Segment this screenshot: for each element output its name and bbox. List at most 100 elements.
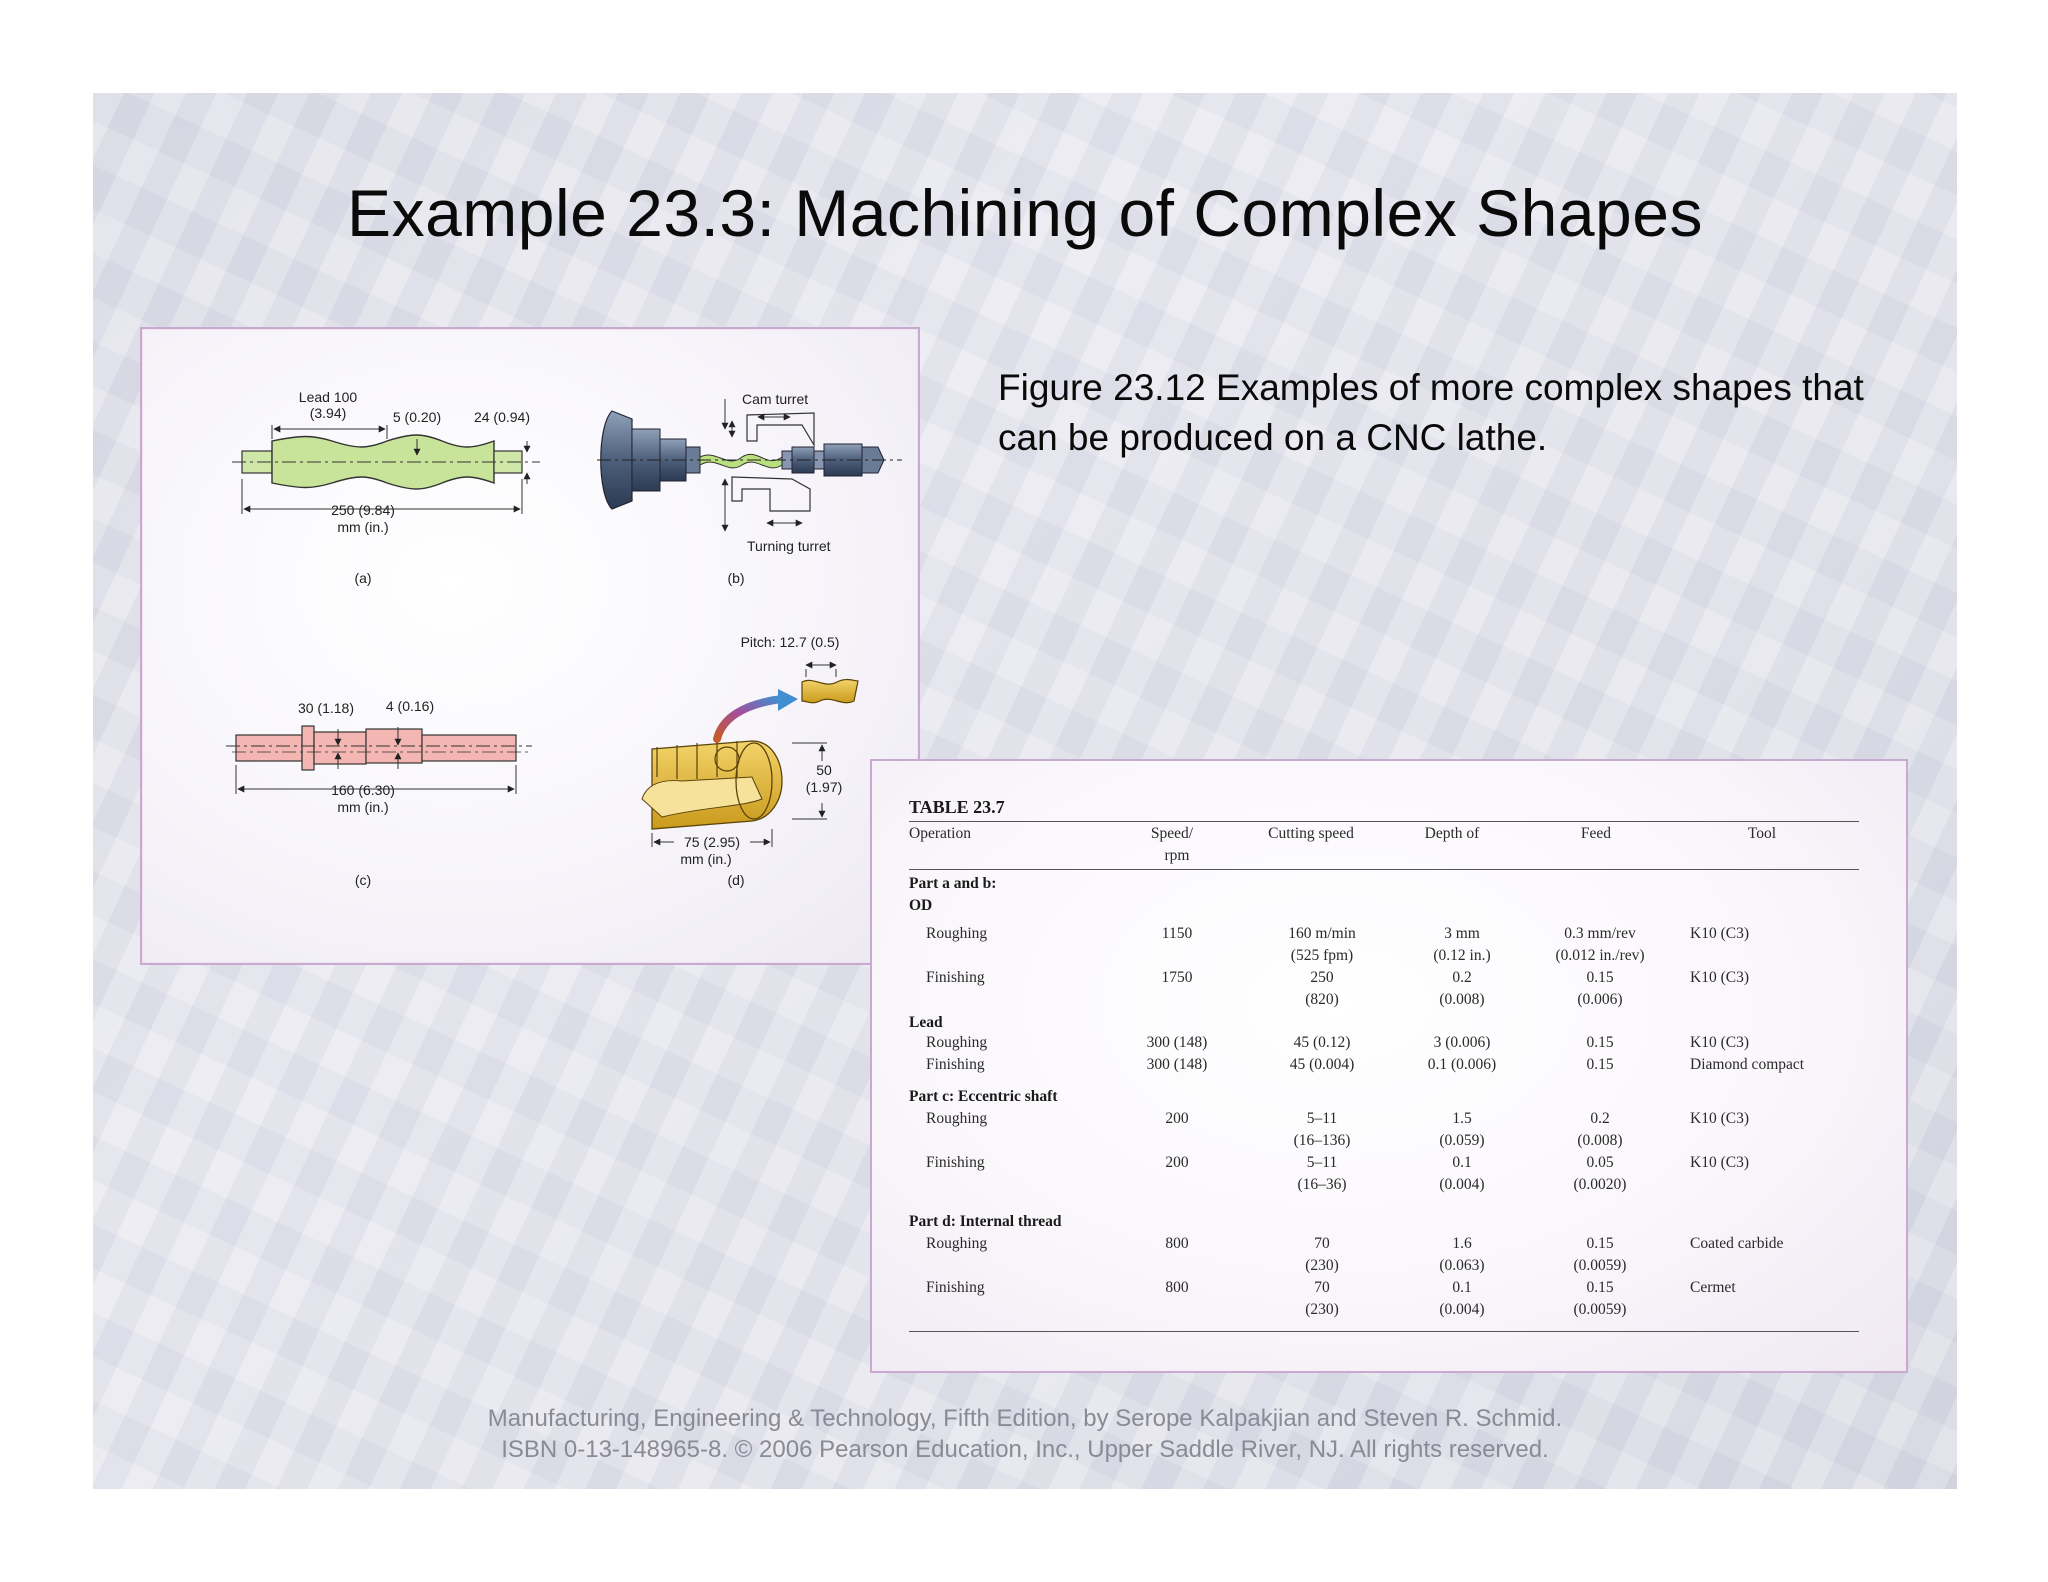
row-2-op: Roughing: [926, 1034, 988, 1051]
row-7-feed1: 0.15: [1586, 1279, 1614, 1296]
row-2-cut1: 45 (0.12): [1293, 1034, 1351, 1051]
section-part-c: Part c: Eccentric shaft: [909, 1088, 1058, 1105]
row-1-cut1: 250: [1310, 969, 1334, 986]
row-7-feed2: (0.0059): [1573, 1301, 1627, 1318]
row-1-feed1: 0.15: [1586, 969, 1614, 986]
row-1-tool: K10 (C3): [1690, 969, 1749, 986]
footer-line-2: ISBN 0-13-148965-8. © 2006 Pearson Educa…: [501, 1436, 1549, 1463]
table-title: TABLE 23.7: [909, 797, 1005, 817]
row-1-cut2: (820): [1305, 991, 1339, 1008]
header-feed: Feed: [1580, 825, 1612, 842]
row-6-depth2: (0.063): [1439, 1257, 1485, 1274]
part-d-label: (d): [727, 872, 744, 888]
row-6-speed: 800: [1165, 1235, 1189, 1252]
part-b-turning-turret-label: Turning turret: [747, 538, 831, 554]
header-depth: Depth of: [1424, 825, 1480, 842]
row-5-op: Finishing: [926, 1154, 985, 1171]
footer-line-1: Manufacturing, Engineering & Technology,…: [487, 1405, 1563, 1432]
row-6-cut2: (230): [1305, 1257, 1339, 1274]
row-5-feed1: 0.05: [1586, 1154, 1614, 1171]
row-4-cut2: (16–136): [1293, 1132, 1351, 1149]
row-7-tool: Cermet: [1690, 1279, 1736, 1296]
row-0-feed1: 0.3 mm/rev: [1564, 925, 1636, 942]
row-0-cut2: (525 fpm): [1290, 947, 1354, 964]
row-0-cut1: 160 m/min: [1288, 925, 1356, 942]
row-3-cut1: 45 (0.004): [1289, 1056, 1355, 1073]
row-3-feed1: 0.15: [1586, 1056, 1614, 1073]
part-a-length: 250 (9.84): [331, 502, 395, 518]
row-3-depth1: 0.1 (0.006): [1427, 1056, 1497, 1073]
table-top-rule: [909, 821, 1859, 822]
row-2-feed1: 0.15: [1586, 1034, 1614, 1051]
part-d-drawing: [641, 661, 859, 847]
row-4-speed: 200: [1165, 1110, 1189, 1127]
row-0-feed2: (0.012 in./rev): [1555, 947, 1645, 964]
row-2-tool: K10 (C3): [1690, 1034, 1749, 1051]
part-b-drawing: [597, 399, 902, 532]
row-4-op: Roughing: [926, 1110, 988, 1127]
row-1-depth2: (0.008): [1439, 991, 1485, 1008]
row-3-speed: 300 (148): [1146, 1056, 1208, 1073]
row-4-depth2: (0.059): [1439, 1132, 1485, 1149]
part-d-pitch: Pitch: 12.7 (0.5): [741, 634, 840, 650]
row-0-depth1: 3 mm: [1444, 925, 1480, 942]
row-0-op: Roughing: [926, 925, 988, 942]
row-5-tool: K10 (C3): [1690, 1154, 1749, 1171]
row-4-feed1: 0.2: [1590, 1110, 1610, 1127]
row-1-op: Finishing: [926, 969, 985, 986]
row-7-cut2: (230): [1305, 1301, 1339, 1318]
header-operation: Operation: [909, 825, 971, 842]
part-c-dim2: 4 (0.16): [386, 698, 434, 714]
figure-panel: Lead 100 (3.94) 5 (0.20) 24 (0.94) 250 (…: [140, 327, 920, 965]
part-b-cam-turret-label: Cam turret: [742, 391, 808, 407]
row-1-feed2: (0.006): [1577, 991, 1623, 1008]
part-d-height-inch: (1.97): [806, 779, 843, 795]
part-a-lead-label: Lead 100: [299, 389, 358, 405]
row-7-speed: 800: [1165, 1279, 1189, 1296]
row-6-feed1: 0.15: [1586, 1235, 1614, 1252]
footer: Manufacturing, Engineering & Technology,…: [93, 1403, 1957, 1465]
section-part-d: Part d: Internal thread: [909, 1213, 1062, 1230]
row-5-depth1: 0.1: [1452, 1154, 1472, 1171]
part-d-length: 75 (2.95): [684, 834, 740, 850]
row-4-tool: K10 (C3): [1690, 1110, 1749, 1127]
row-2-speed: 300 (148): [1146, 1034, 1208, 1051]
row-6-tool: Coated carbide: [1690, 1235, 1784, 1252]
part-d-unit: mm (in.): [680, 851, 731, 867]
row-6-feed2: (0.0059): [1573, 1257, 1627, 1274]
part-a-unit: mm (in.): [337, 519, 388, 535]
figure-23-12-drawing: Lead 100 (3.94) 5 (0.20) 24 (0.94) 250 (…: [226, 389, 902, 888]
table-bottom-rule: [909, 1331, 1859, 1332]
row-4-feed2: (0.008): [1577, 1132, 1623, 1149]
row-5-speed: 200: [1165, 1154, 1189, 1171]
header-cutting-speed: Cutting speed: [1268, 825, 1354, 842]
part-c-label: (c): [355, 872, 371, 888]
section-od: OD: [909, 897, 933, 914]
part-b-label: (b): [727, 570, 744, 586]
part-c-unit: mm (in.): [337, 799, 388, 815]
row-4-depth1: 1.5: [1452, 1110, 1472, 1127]
row-7-cut1: 70: [1314, 1279, 1330, 1296]
row-6-op: Roughing: [926, 1235, 988, 1252]
part-c-dim1: 30 (1.18): [298, 700, 354, 716]
part-c-drawing: [226, 725, 532, 794]
row-2-depth1: 3 (0.006): [1433, 1034, 1491, 1051]
row-4-cut1: 5–11: [1306, 1110, 1338, 1127]
part-a-dim1: 5 (0.20): [393, 409, 441, 425]
row-7-depth2: (0.004): [1439, 1301, 1485, 1318]
row-6-cut1: 70: [1314, 1235, 1330, 1252]
part-d-height: 50: [816, 762, 832, 778]
figure-caption: Figure 23.12 Examples of more complex sh…: [998, 367, 1864, 458]
header-speed-unit: rpm: [1164, 847, 1190, 864]
table-panel: TABLE 23.7 Operation Speed/ rpm Cutting …: [870, 759, 1908, 1373]
part-a-label: (a): [354, 570, 371, 586]
slide-title: Example 23.3: Machining of Complex Shape…: [347, 176, 1703, 250]
header-speed: Speed/: [1150, 825, 1194, 842]
row-1-depth1: 0.2: [1452, 969, 1472, 986]
row-5-feed2: (0.0020): [1573, 1176, 1627, 1193]
row-5-depth2: (0.004): [1439, 1176, 1485, 1193]
row-3-tool: Diamond compact: [1690, 1056, 1805, 1073]
section-part-ab: Part a and b:: [909, 875, 997, 892]
table-header-rule: [909, 869, 1859, 870]
row-7-depth1: 0.1: [1452, 1279, 1472, 1296]
